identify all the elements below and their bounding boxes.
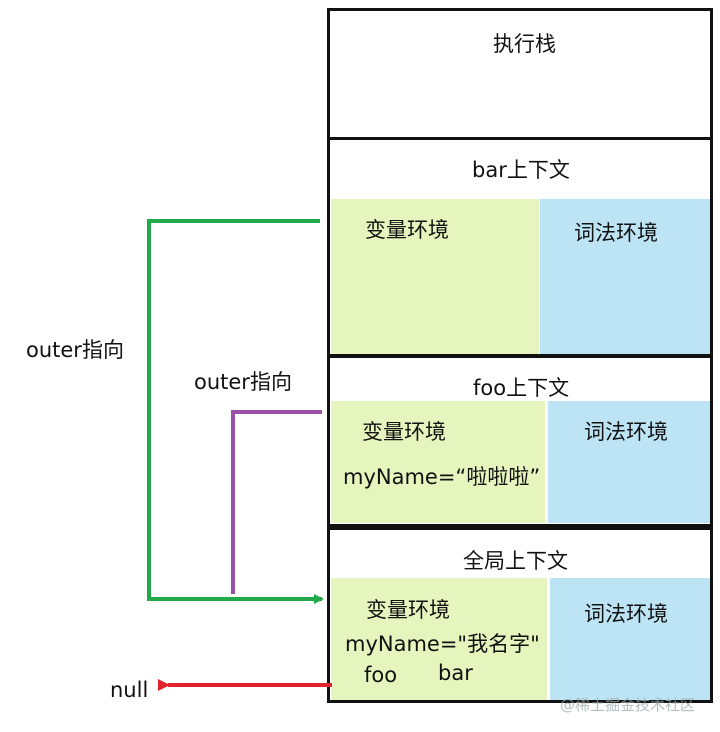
global-lexical-env-label: 词法环境 bbox=[584, 602, 668, 626]
global-variable-env-foo: foo bbox=[364, 663, 398, 687]
global-variable-env-bar: bar bbox=[438, 661, 473, 685]
global-variable-env-content: myName="我名字" bbox=[345, 632, 540, 656]
foo-outer-arrow bbox=[231, 410, 322, 594]
foo-lexical-env-label: 词法环境 bbox=[584, 420, 668, 444]
global-variable-env bbox=[331, 578, 547, 700]
bar-variable-env-label: 变量环境 bbox=[365, 218, 449, 242]
global-variable-env-label: 变量环境 bbox=[366, 598, 450, 622]
foo-variable-env-label: 变量环境 bbox=[362, 420, 446, 444]
foo-variable-env-content: myName=“啦啦啦” bbox=[343, 465, 541, 489]
bar-lexical-env bbox=[540, 199, 710, 354]
global-context-title: 全局上下文 bbox=[463, 549, 568, 573]
bar-lexical-env-label: 词法环境 bbox=[574, 221, 658, 245]
watermark: @稀土掘金技术社区 bbox=[560, 696, 696, 714]
null-label: null bbox=[110, 678, 149, 702]
foo-outer-label: outer指向 bbox=[194, 370, 292, 394]
foo-lexical-env bbox=[548, 401, 710, 523]
foo-variable-env bbox=[331, 401, 545, 523]
bar-outer-arrow bbox=[147, 219, 324, 604]
global-lexical-env bbox=[550, 578, 710, 700]
bar-context-title: bar上下文 bbox=[472, 158, 570, 182]
bar-outer-label: outer指向 bbox=[26, 338, 124, 362]
foo-context-title: foo上下文 bbox=[473, 376, 570, 400]
execution-stack-title: 执行栈 bbox=[493, 32, 556, 56]
bar-variable-env bbox=[331, 199, 539, 354]
